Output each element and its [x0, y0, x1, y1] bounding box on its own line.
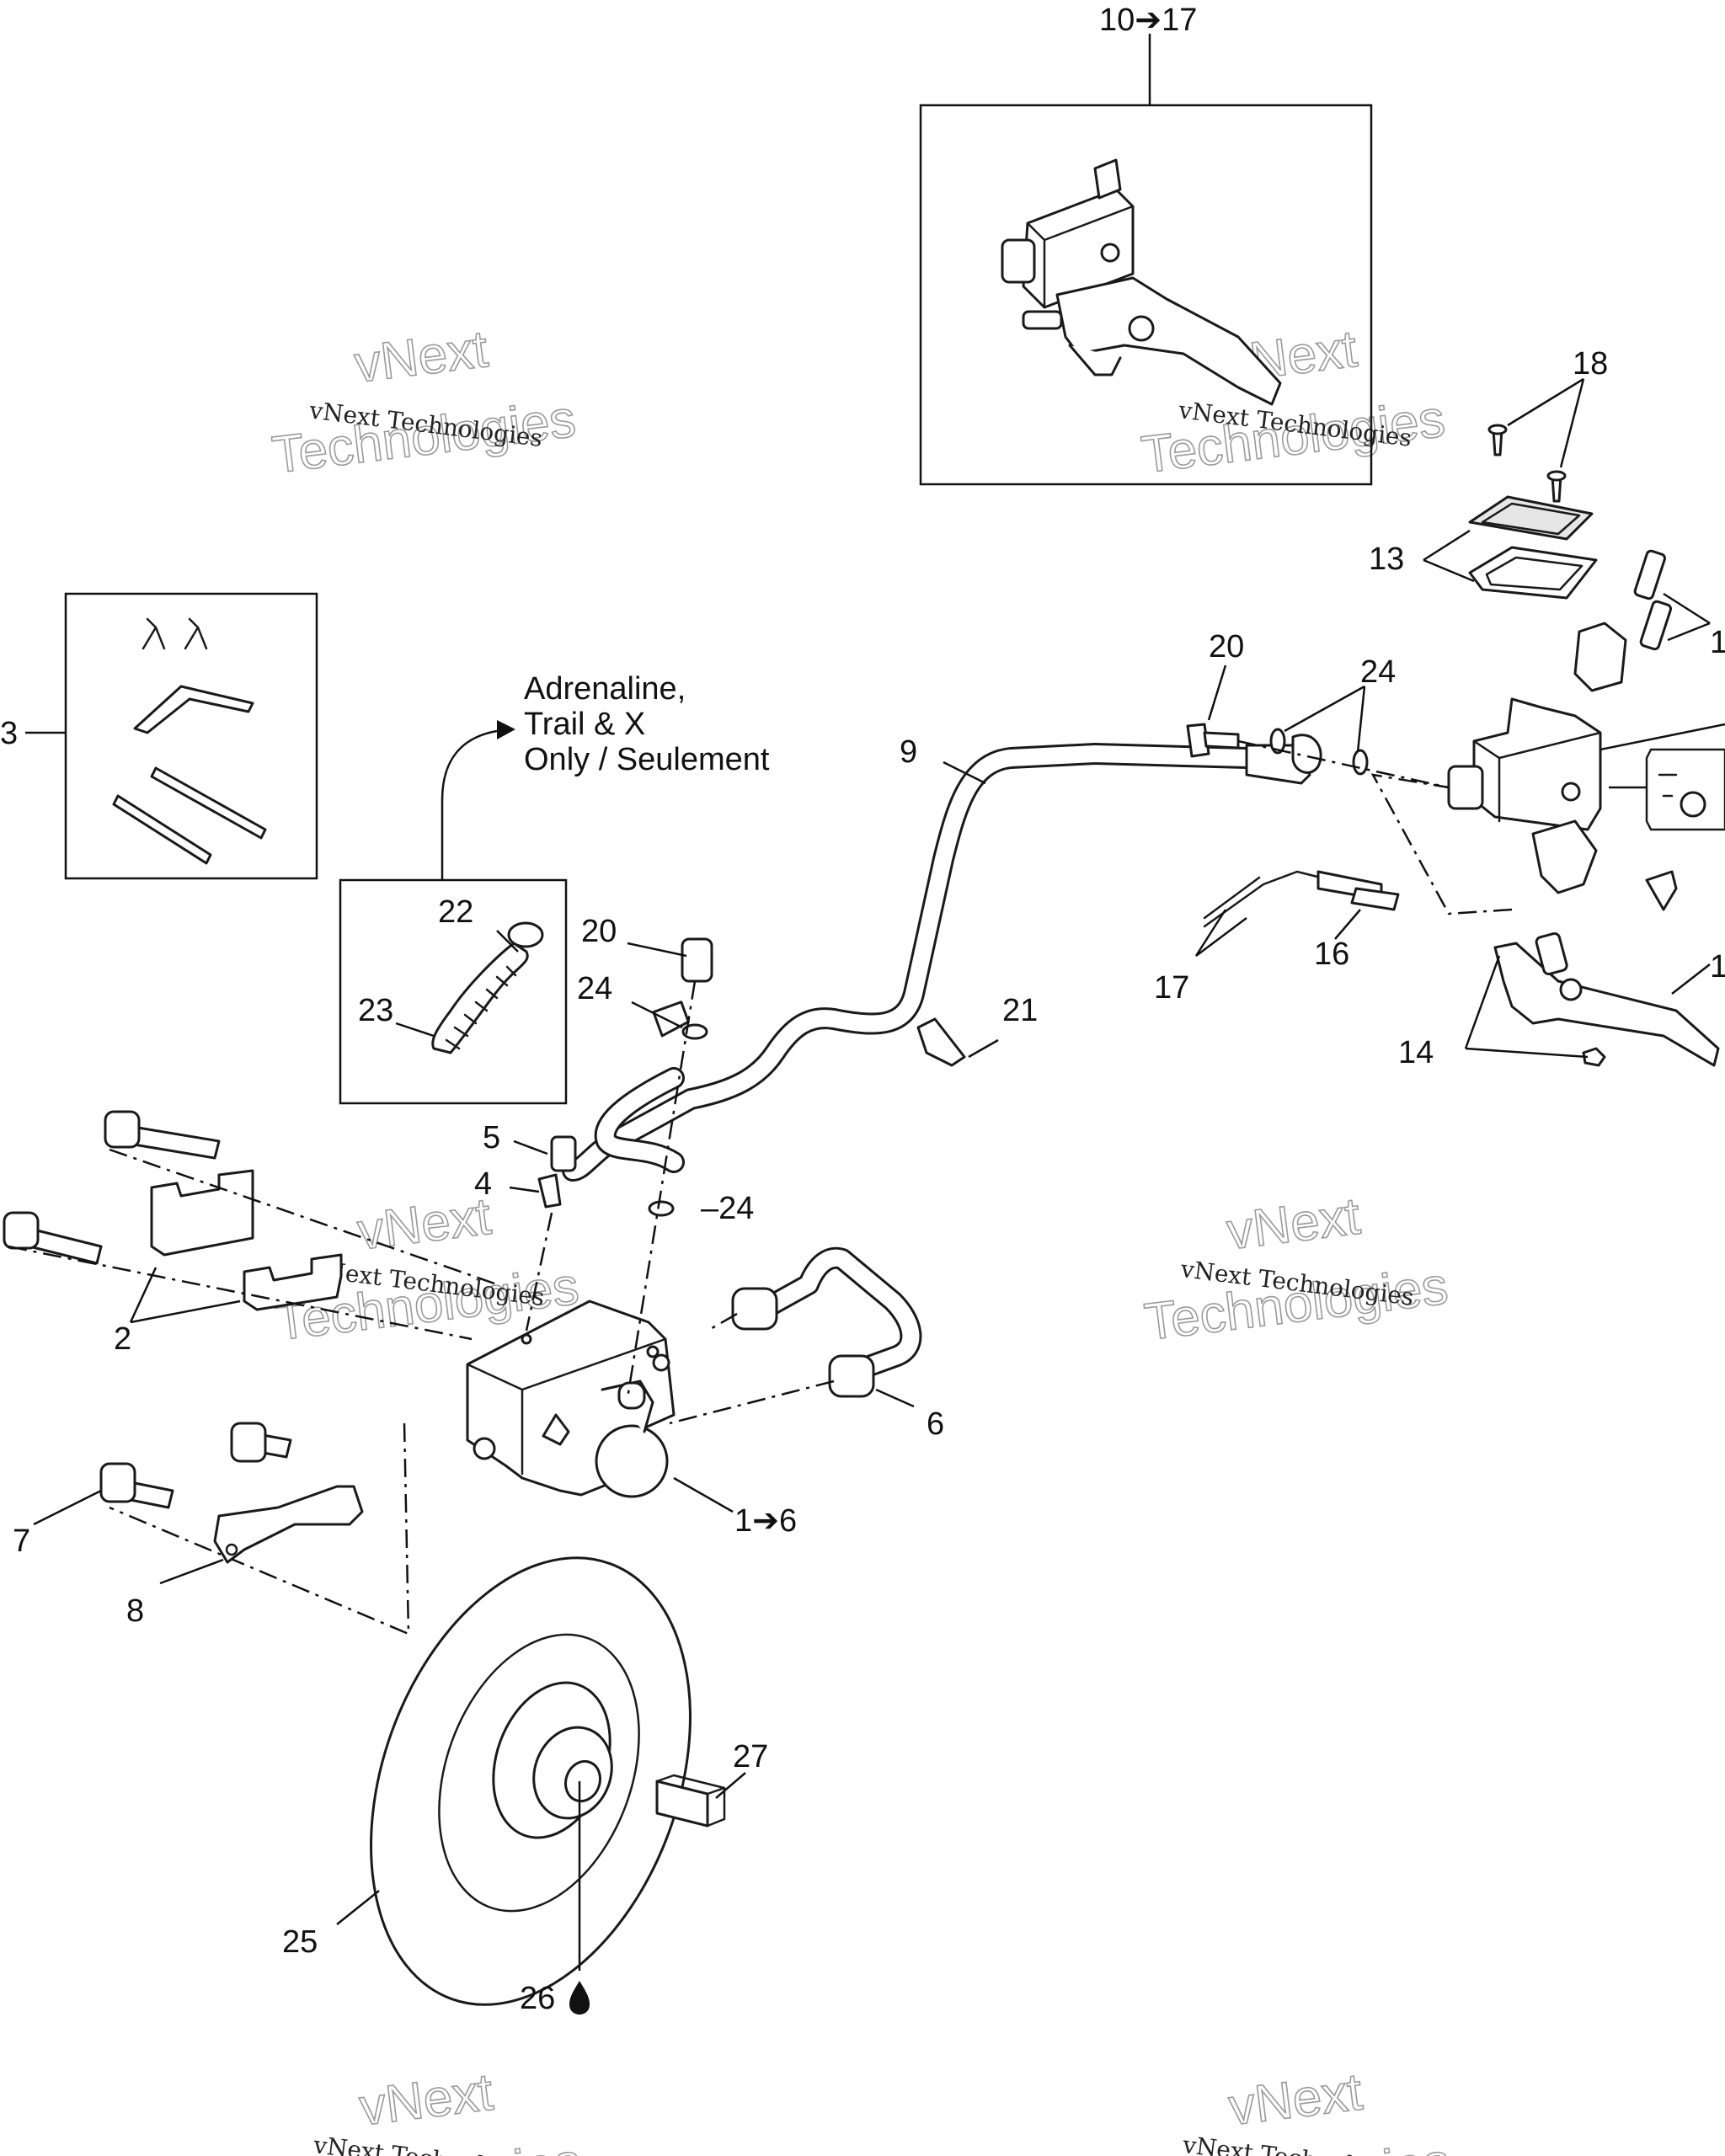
- cover-screws: [1487, 424, 1567, 503]
- label-1-6: 1➔6: [734, 1503, 797, 1539]
- label-23: 23: [358, 993, 393, 1028]
- label-21: 21: [1002, 993, 1038, 1028]
- label-27: 27: [733, 1739, 768, 1774]
- label-20-lower: 20: [581, 914, 617, 949]
- brake-hose: 9: [562, 734, 1322, 1182]
- label-13: 13: [1369, 542, 1404, 577]
- hose-kit-inset: 22 23: [339, 878, 568, 1105]
- master-cylinder-illustration: [1001, 158, 1282, 406]
- lever-cap: [1645, 870, 1678, 911]
- brake-switch-wire: 16 17: [1154, 870, 1400, 1006]
- pin-kit-inset: 3: [0, 592, 318, 880]
- note-line-3: Only / Seulement: [524, 742, 770, 777]
- label-24-upper: 24: [1360, 654, 1396, 690]
- label-20-upper: 20: [1209, 629, 1244, 664]
- label-24-lower: 24: [577, 971, 612, 1006]
- label-5: 5: [483, 1120, 500, 1155]
- detail-callout: [1645, 748, 1725, 831]
- watermark-top-left: vNext Technologies vNext Technologies: [269, 319, 579, 485]
- label-18: 18: [1573, 346, 1608, 382]
- inset-frame: [919, 104, 1373, 486]
- label-3: 3: [0, 716, 18, 751]
- label-1-clamp: 1: [1710, 625, 1725, 660]
- label-16: 16: [1314, 937, 1349, 972]
- caliper-mount: 7 8: [13, 1422, 364, 1629]
- brake-disc: 27 25 26: [282, 1556, 768, 2016]
- pin-kit-frame: [64, 592, 318, 880]
- svg-text:vNext: vNext: [355, 1187, 494, 1262]
- label-8: 8: [126, 1593, 144, 1629]
- reservoir-cover: [1468, 495, 1594, 541]
- clamp-bolts: 1: [1633, 549, 1725, 660]
- label-17: 17: [1154, 970, 1189, 1006]
- model-note: Adrenaline, Trail & X Only / Seulement: [441, 671, 770, 880]
- label-26: 26: [520, 1981, 555, 2016]
- label-7: 7: [13, 1524, 30, 1559]
- label-9: 9: [900, 734, 917, 770]
- label-1-lever: 1: [1710, 949, 1725, 985]
- hose-clip: 21: [916, 993, 1038, 1067]
- svg-text:vNext: vNext: [351, 320, 491, 394]
- watermark-bottom-right: vNext Technologies vNext Technologies: [1143, 2063, 1454, 2156]
- label-22: 22: [438, 894, 473, 930]
- label-14: 14: [1398, 1035, 1434, 1070]
- upper-banjo-hardware: 20 24: [1186, 629, 1450, 789]
- label-2: 2: [114, 1321, 131, 1357]
- master-cylinder-body: [1472, 697, 1602, 831]
- label-25: 25: [282, 1924, 318, 1960]
- label-24-caliper: –24: [701, 1191, 754, 1226]
- hose-kit-frame: [339, 878, 568, 1105]
- watermark-bottom-left: vNext Technologies vNext Technologies: [274, 2063, 585, 2156]
- watermark-mid-right: vNext Technologies vNext Technologies: [1140, 1187, 1451, 1353]
- note-line-1: Adrenaline,: [524, 671, 686, 707]
- master-cylinder-inset: 10➔17: [919, 3, 1373, 486]
- master-cylinder-exploded: 18 13 1: [1369, 346, 1725, 915]
- watermark-mid-left: vNext Technologies vNext Technologies: [271, 1187, 582, 1353]
- label-4: 4: [474, 1166, 492, 1202]
- brake-lever: 1 14: [1398, 931, 1725, 1070]
- caliper-assembly: 2 4 5 20 24 –24: [3, 914, 944, 1636]
- grease-drop-icon: [569, 1981, 590, 2015]
- note-line-2: Trail & X: [524, 707, 645, 742]
- label-10-17: 10➔17: [1099, 3, 1197, 38]
- svg-text:vNext: vNext: [356, 2063, 496, 2137]
- svg-text:vNext: vNext: [1224, 1187, 1364, 1262]
- svg-text:vNext: vNext: [1226, 2063, 1365, 2137]
- handlebar-clamp: [1573, 622, 1627, 692]
- label-6: 6: [927, 1406, 944, 1442]
